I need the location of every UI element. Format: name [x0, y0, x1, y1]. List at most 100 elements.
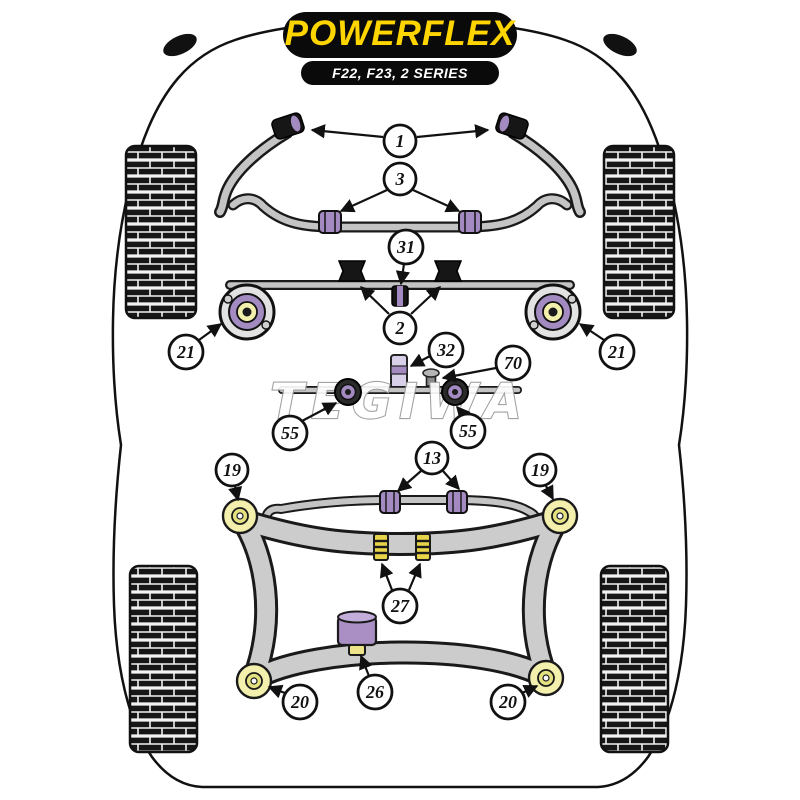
subframe-bushing-rear-left: [235, 662, 273, 700]
callout-13: 13: [414, 440, 450, 476]
arrow: [410, 286, 442, 315]
callout-circle: [167, 333, 205, 371]
arrow: [339, 188, 388, 213]
front-left-tire: [124, 144, 198, 320]
mid-bush-right: [441, 378, 469, 406]
arrow: [379, 562, 394, 591]
callout-circle: [356, 673, 394, 711]
front-control-arms: [214, 112, 586, 218]
left-arm-bush: [271, 112, 305, 140]
front-arb-bush-left: [318, 210, 342, 234]
striped-bush-left: [373, 533, 389, 561]
lower-bush-left: [337, 260, 367, 282]
subframe-bottom-fill: [246, 643, 554, 688]
callout-number: 21: [607, 342, 626, 362]
callout-number: 2: [395, 318, 405, 338]
lower-bush-right: [433, 260, 463, 282]
diff-mount: [336, 610, 378, 656]
arrow: [521, 684, 539, 698]
callout-55-left: 55: [271, 414, 309, 452]
callout-number: 32: [436, 340, 455, 360]
arrow: [198, 323, 223, 341]
rear-anti-roll-bar: [261, 490, 542, 534]
left-mirror: [163, 33, 197, 57]
striped-bush-right: [415, 533, 431, 561]
arrow: [228, 485, 243, 502]
rear-subframe: [229, 506, 571, 691]
arrow: [310, 124, 384, 139]
callout-circle: [382, 123, 418, 159]
callout-27: 27: [381, 587, 419, 625]
arrow: [409, 353, 431, 367]
right-arm-bush: [495, 112, 529, 140]
logo-pill: [283, 12, 517, 58]
subframe-left-fill: [232, 509, 276, 687]
callout-number: 13: [423, 448, 441, 468]
callout-number: 3: [395, 169, 405, 189]
arrow: [396, 470, 422, 492]
arrow: [359, 654, 373, 677]
callout-circle: [381, 587, 419, 625]
callout-number: 27: [390, 596, 410, 616]
arrow: [301, 402, 338, 422]
callout-circle: [214, 452, 250, 488]
badge-pill: [301, 61, 499, 85]
callout-number: 31: [396, 237, 415, 257]
mid-bush-left: [334, 378, 362, 406]
callout-2: 2: [382, 310, 418, 346]
callout-number: 19: [531, 460, 549, 480]
rear-right-tire: [599, 564, 670, 754]
callout-circle: [449, 412, 487, 450]
callout-number: 26: [365, 682, 384, 702]
arb-fill: [229, 195, 571, 231]
callout-55-right: 55: [449, 412, 487, 450]
callout-circle: [281, 683, 319, 721]
subframe-bushing-front-right: [541, 497, 579, 535]
arrow: [395, 263, 410, 286]
callout-21-left: 21: [167, 333, 205, 371]
callout-1: 1: [382, 123, 418, 159]
callout-19-right: 19: [522, 452, 558, 488]
model-badge: F22, F23, 2 SERIES: [301, 61, 499, 85]
subframe-bushing-rear-right: [527, 659, 565, 697]
arrow: [267, 684, 286, 699]
callout-circle: [427, 331, 465, 369]
callout-circle: [414, 440, 450, 476]
callout-circle: [382, 310, 418, 346]
arrow: [578, 323, 605, 341]
callout-26: 26: [356, 673, 394, 711]
subframe-right-fill: [524, 509, 568, 685]
callout-number: 21: [176, 342, 195, 362]
callout-32: 32: [427, 331, 465, 369]
arrow: [359, 286, 390, 315]
callout-20-left: 20: [281, 683, 319, 721]
callout-20-right: 20: [489, 683, 527, 721]
arrow: [407, 562, 422, 591]
badge-text: F22, F23, 2 SERIES: [332, 65, 468, 81]
front-top-mount-left: [218, 283, 276, 341]
arrow: [456, 405, 471, 422]
right-arm-fill: [509, 129, 584, 216]
callout-number: 20: [290, 692, 309, 712]
callout-number: 20: [498, 692, 517, 712]
callout-circle: [382, 161, 418, 197]
front-right-tire: [602, 144, 676, 320]
watermark-text: TEGIWA: [270, 374, 529, 430]
right-mirror: [603, 33, 637, 57]
arrow: [441, 366, 497, 383]
rear-left-tire: [128, 564, 199, 754]
callout-number: 70: [504, 353, 522, 373]
center-bush: [391, 285, 409, 307]
callout-circle: [598, 333, 636, 371]
callout-number: 55: [281, 423, 299, 443]
logo-text: POWERFLEX: [285, 14, 517, 53]
powerflex-logo: POWERFLEX: [283, 12, 517, 58]
callout-circle: [387, 228, 425, 266]
callout-70: 70: [494, 344, 532, 382]
callout-number: 1: [396, 131, 405, 151]
front-top-mount-right: [524, 283, 582, 341]
callout-3: 3: [382, 161, 418, 197]
rear-arb-bush-right: [446, 490, 468, 514]
